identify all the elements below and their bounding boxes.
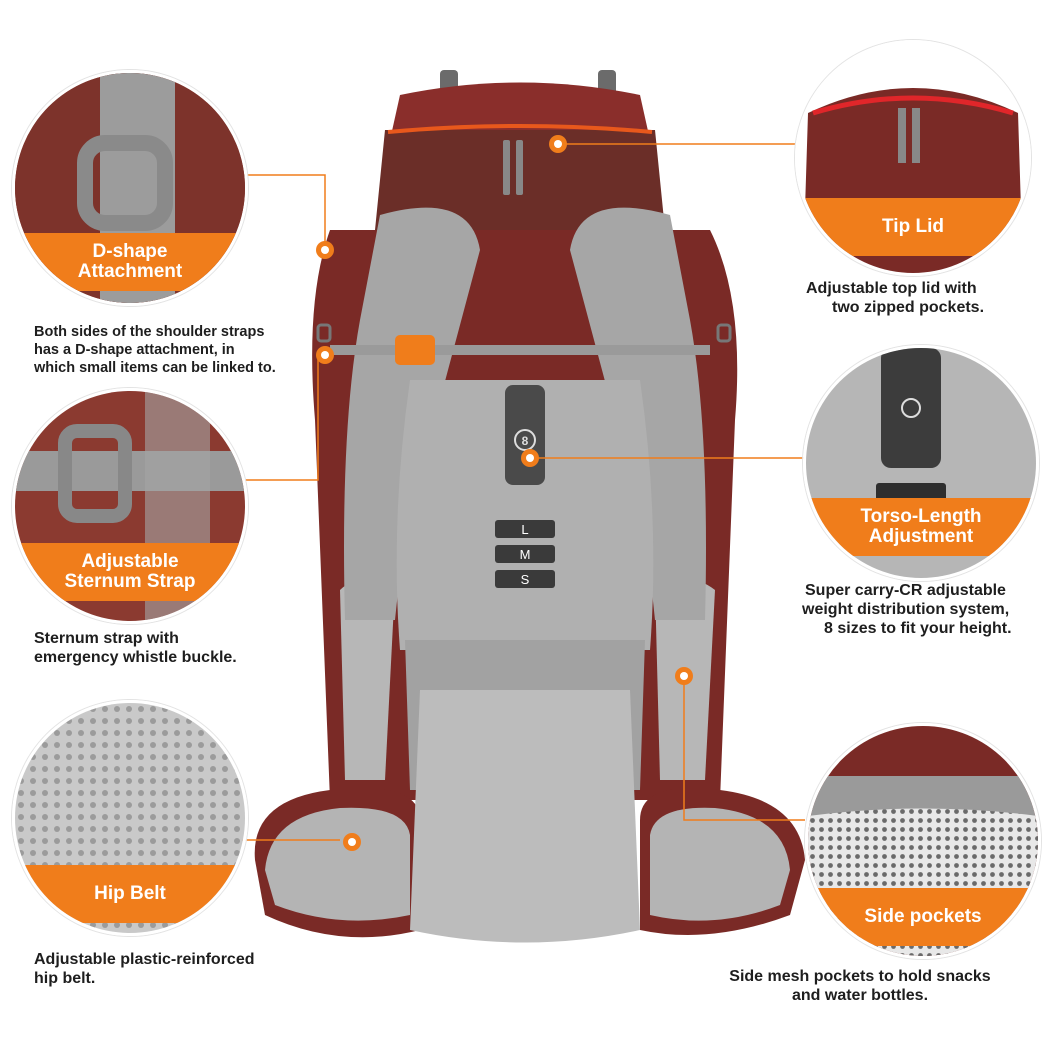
circle-side-pockets: Side pockets xyxy=(805,723,1041,959)
lumbar-pad xyxy=(410,690,640,943)
torso-dial xyxy=(514,429,536,451)
sternum-description: Sternum strap with emergency whistle buc… xyxy=(34,630,237,666)
size-label-s: S xyxy=(521,572,530,587)
hip-belt-title: Hip Belt xyxy=(15,865,245,923)
d-ring-left xyxy=(316,323,332,343)
hip-belt-description: Adjustable plastic-reinforced hip belt. xyxy=(34,951,255,987)
torso-title: Torso-Length Adjustment xyxy=(806,498,1036,556)
hip-belt-pad-left xyxy=(265,807,410,921)
circle-sternum-strap: Adjustable Sternum Strap xyxy=(12,388,248,624)
size-label-l: L xyxy=(521,522,528,537)
side-pockets-title: Side pockets xyxy=(808,888,1038,946)
tip-lid-title: Tip Lid xyxy=(798,198,1028,256)
circle-d-shape: D-shape Attachment xyxy=(12,70,248,306)
leader-line-sternum xyxy=(240,355,319,481)
size-tab-s xyxy=(495,570,555,588)
lid-zipper-pull-2 xyxy=(516,140,523,195)
side-mesh-left xyxy=(340,578,395,780)
circle-torso-length: Torso-Length Adjustment xyxy=(803,345,1039,581)
sternum-strap xyxy=(330,345,710,355)
lid-zipper-pull-1 xyxy=(503,140,510,195)
sternum-title: Adjustable Sternum Strap xyxy=(15,543,245,601)
leader-line-d-shape xyxy=(240,174,326,248)
d-shape-title: D-shape Attachment xyxy=(15,233,245,291)
d-shape-description: Both sides of the shoulder straps has a … xyxy=(34,324,276,376)
tip-lid-description: Adjustable top lid with two zipped pocke… xyxy=(806,280,985,316)
torso-description: Super carry-CR adjustable weight distrib… xyxy=(802,582,1012,637)
leader-line-side xyxy=(683,676,805,821)
d-ring-right xyxy=(716,323,732,343)
whistle-buckle xyxy=(395,335,435,365)
circle-tip-lid: Tip Lid xyxy=(795,40,1031,276)
side-pockets-description: Side mesh pockets to hold snacks and wat… xyxy=(729,968,991,1004)
torso-dial-number: 8 xyxy=(522,434,529,448)
size-tab-m xyxy=(495,545,555,563)
hip-belt-pad-right xyxy=(650,807,790,921)
size-tab-l xyxy=(495,520,555,538)
back-panel xyxy=(396,380,654,650)
lid-zipper-line xyxy=(387,124,653,134)
size-label-m: M xyxy=(520,547,531,562)
circle-hip-belt: Hip Belt xyxy=(12,700,248,936)
